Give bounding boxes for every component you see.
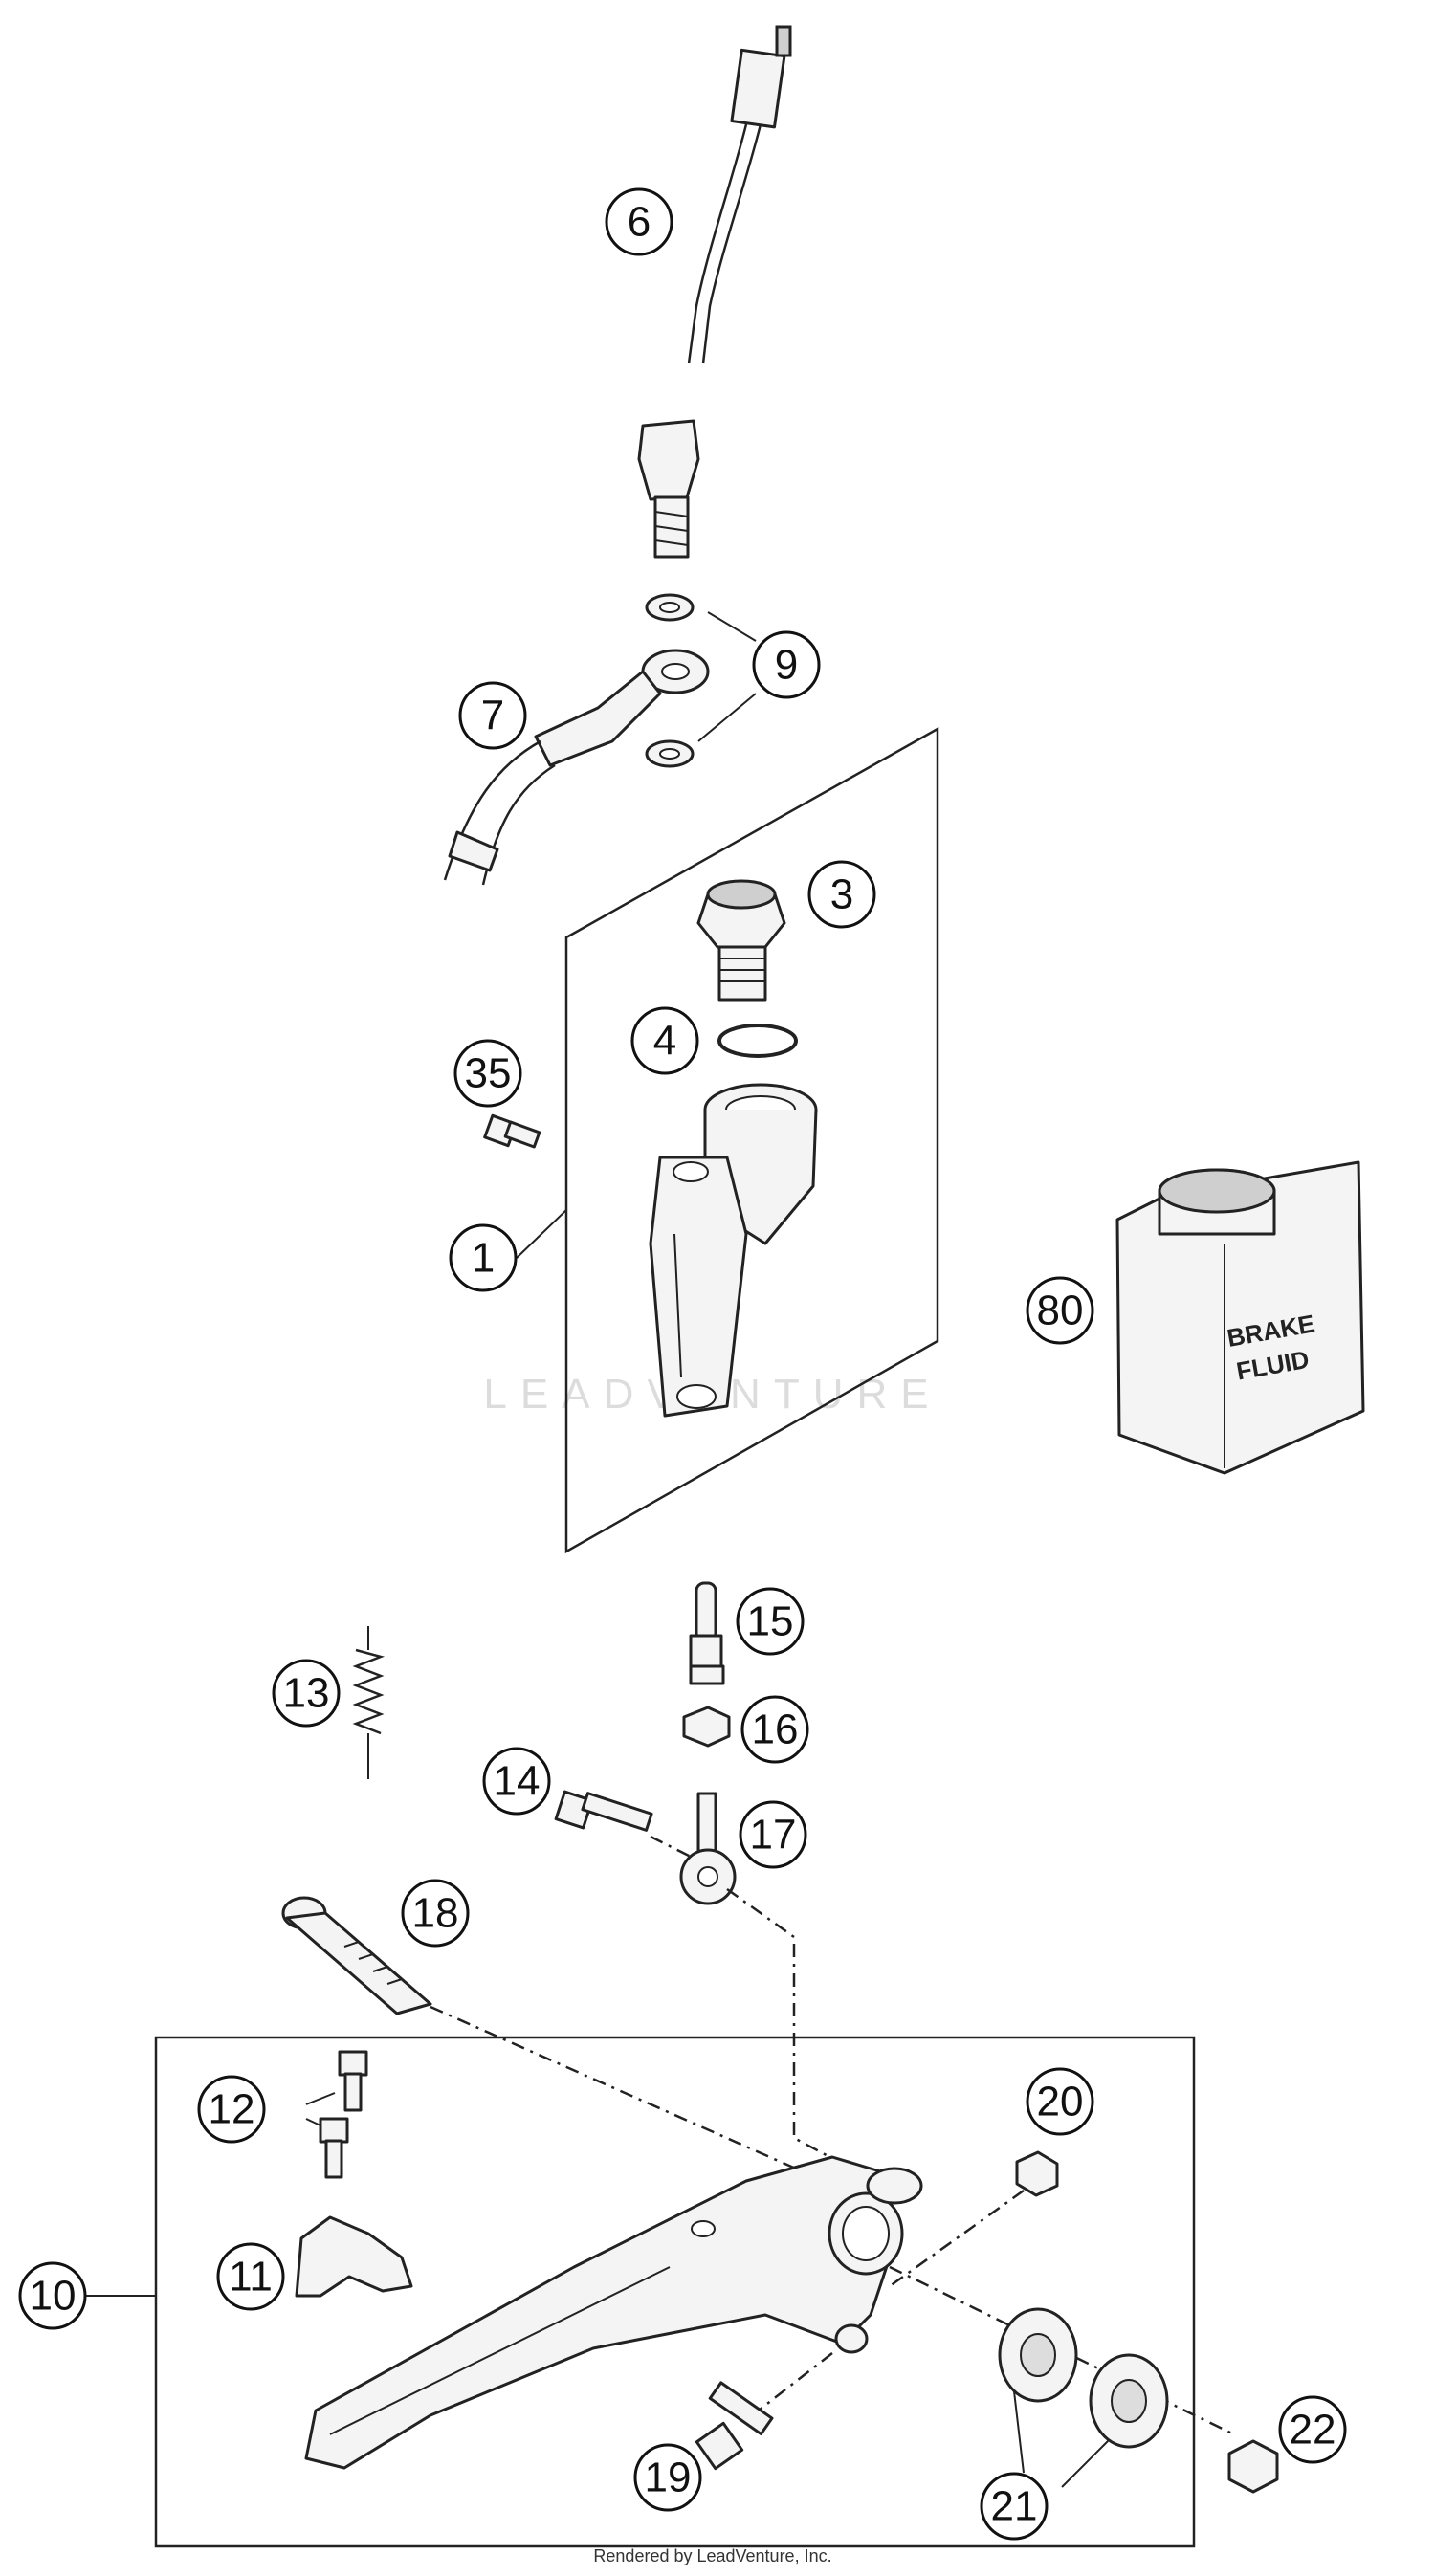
callout-19: 19 [633,2443,702,2512]
callout-20: 20 [1026,2067,1094,2136]
bearings-part [998,2307,1169,2488]
svg-text:16: 16 [752,1706,799,1753]
bolt-19-part [695,2381,774,2471]
callout-18: 18 [401,1879,470,1948]
brake-hose-part [443,649,710,886]
svg-text:3: 3 [830,871,853,918]
callout-15: 15 [736,1587,805,1656]
svg-text:80: 80 [1037,1288,1084,1334]
o-ring-part [718,1024,798,1058]
nut-22-part [1227,2439,1279,2494]
brake-fluid-bottle-part: BRAKE FLUID [1115,1160,1365,1475]
return-spring-part [352,1626,386,1779]
screws-12-part [305,2050,368,2179]
brake-pedal-part [304,2155,923,2470]
assembly-line-nut-20 [889,2189,1025,2288]
callout-21: 21 [980,2472,1049,2541]
leader-1 [516,1209,567,1259]
svg-text:10: 10 [30,2273,77,2320]
callout-80: 80 [1026,1276,1094,1345]
svg-text:15: 15 [747,1598,794,1645]
svg-text:7: 7 [481,693,504,739]
push-rod-part [689,1581,725,1685]
svg-text:9: 9 [775,642,798,689]
callout-4: 4 [630,1006,699,1075]
callout-13: 13 [272,1659,341,1728]
svg-text:20: 20 [1037,2079,1084,2125]
callout-11: 11 [216,2242,285,2311]
clevis-part [679,1792,737,1905]
assembly-line-clevis [726,1887,867,2178]
callout-7: 7 [458,681,527,750]
callout-16: 16 [740,1695,809,1764]
callout-10: 10 [18,2261,87,2330]
svg-text:1: 1 [472,1235,495,1282]
svg-text:21: 21 [991,2483,1038,2530]
svg-text:19: 19 [645,2455,692,2501]
callout-12: 12 [197,2075,266,2144]
callout-17: 17 [739,1800,807,1869]
callout-35: 35 [453,1039,522,1108]
pivot-bolt-part [281,1896,432,2015]
brake-light-switch-part [637,25,792,559]
sealing-washers-part [645,593,757,768]
assembly-line-bearings [889,2265,1235,2436]
master-cylinder-part [649,1083,818,1418]
callout-9: 9 [752,630,821,699]
callout-3: 3 [807,860,876,929]
svg-text:22: 22 [1290,2407,1336,2454]
callout-14: 14 [482,1747,551,1816]
svg-text:13: 13 [283,1670,330,1717]
screw-35-part [483,1113,541,1149]
pedal-tip-part [295,2215,413,2298]
svg-text:18: 18 [412,1890,459,1937]
callout-1: 1 [449,1223,518,1292]
svg-text:4: 4 [653,1018,676,1065]
svg-text:17: 17 [750,1812,797,1859]
callout-22: 22 [1278,2395,1347,2464]
nut-16-part [682,1706,731,1748]
pedal-group-frame [154,2036,1196,2548]
svg-text:6: 6 [628,199,651,246]
bolt-14-part [554,1790,699,1862]
callout-6: 6 [605,187,673,256]
svg-text:14: 14 [494,1758,541,1805]
nut-20-part [1015,2150,1059,2197]
reservoir-cap-part [696,879,786,1002]
svg-text:35: 35 [465,1050,512,1097]
svg-text:11: 11 [229,2254,273,2301]
assembly-line-pivot [430,2005,857,2197]
svg-text:12: 12 [209,2086,255,2133]
credit-text: Rendered by LeadVenture, Inc. [593,2546,831,2565]
master-cylinder-group-frame [564,726,939,1554]
